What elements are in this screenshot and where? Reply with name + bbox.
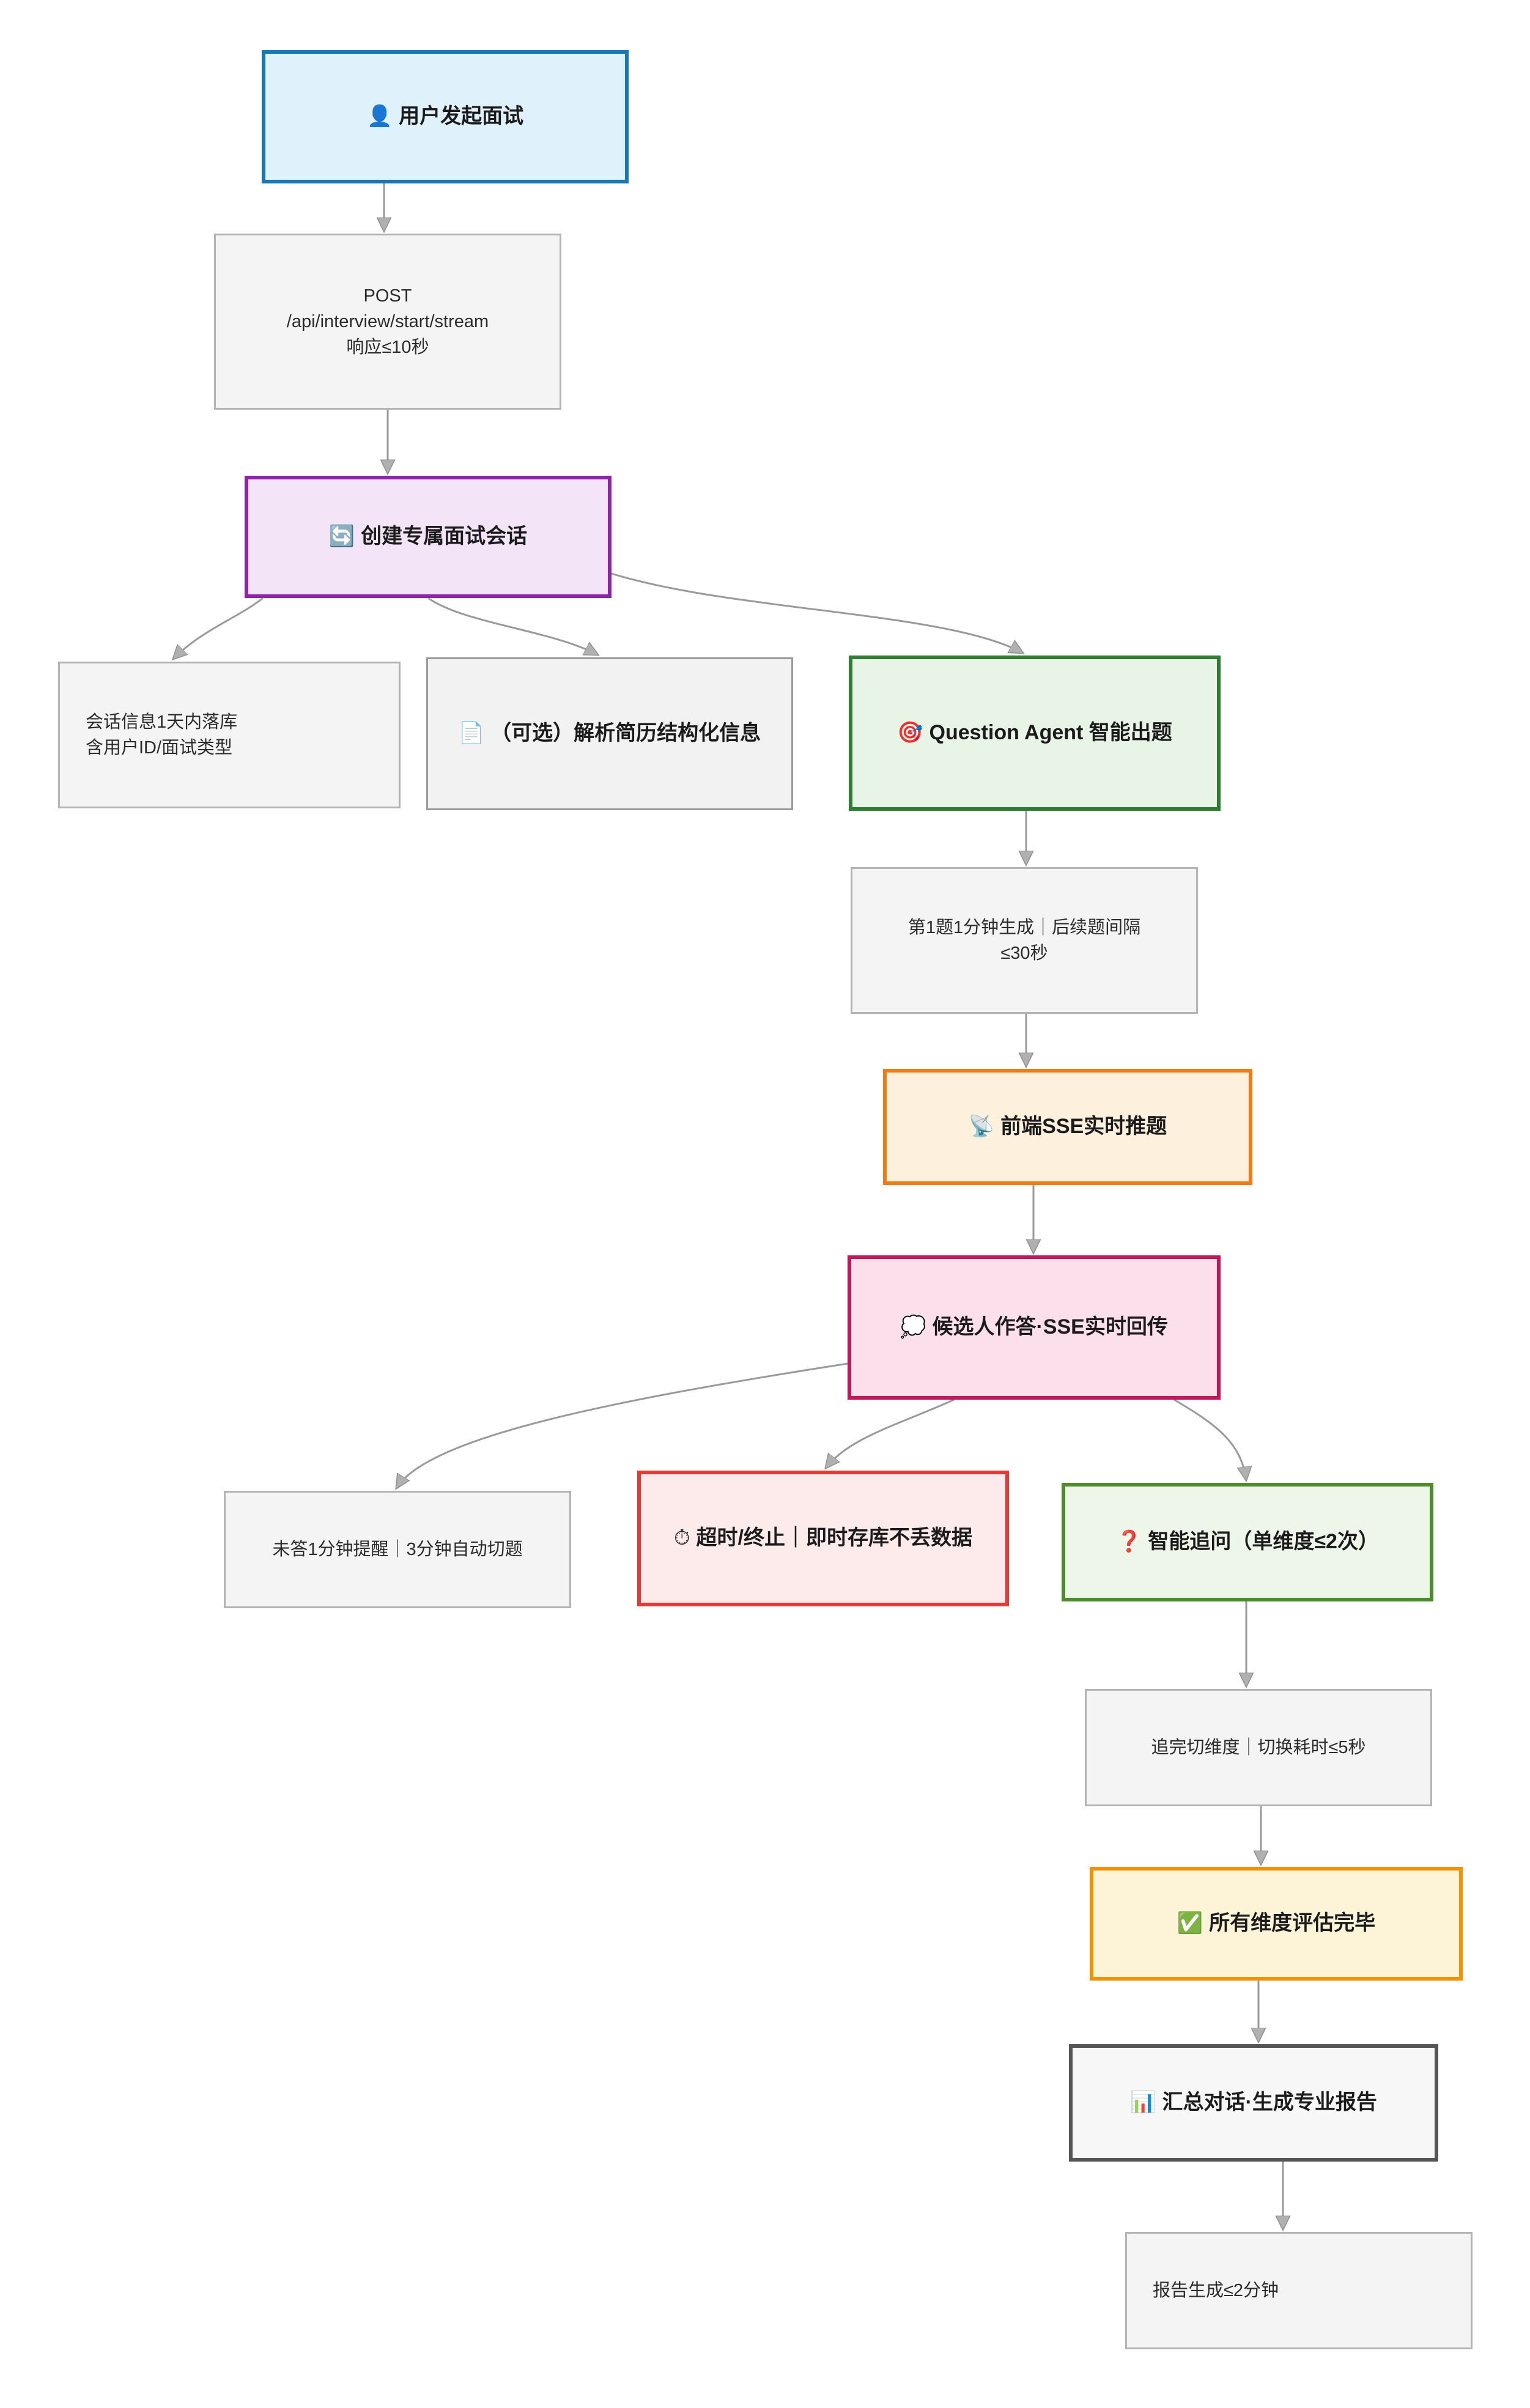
flow-node-text: 会话信息1天内落库 含用户ID/面试类型: [86, 712, 238, 758]
flow-edge: [396, 1362, 848, 1488]
flow-node-text: 创建专属面试会话: [361, 525, 528, 548]
stopwatch-icon: ⏱: [674, 1526, 690, 1551]
target-icon: 🎯: [897, 720, 923, 745]
flow-node-label: ✅所有维度评估完毕: [1169, 1908, 1384, 1938]
flow-node-note-api[interactable]: POST /api/interview/start/stream 响应≤10秒: [214, 234, 561, 410]
flow-edge: [427, 597, 598, 655]
flow-node-label: 第1题1分钟生成｜后续题间隔 ≤30秒: [900, 915, 1149, 966]
refresh-icon: 🔄: [328, 524, 355, 549]
flow-node-note-session[interactable]: 会话信息1天内落库 含用户ID/面试类型: [58, 662, 401, 808]
flow-node-resume[interactable]: 📄（可选）解析简历结构化信息: [426, 657, 793, 810]
person-icon: 👤: [366, 104, 393, 129]
flow-node-text: POST /api/interview/start/stream 响应≤10秒: [286, 286, 489, 358]
document-icon: 📄: [458, 721, 485, 746]
flow-node-note-dimension[interactable]: 追完切维度｜切换耗时≤5秒: [1085, 1689, 1432, 1806]
flow-node-text: 报告生成≤2分钟: [1153, 2280, 1279, 2300]
flow-edge: [1173, 1398, 1246, 1480]
flow-node-text: 第1题1分钟生成｜后续题间隔 ≤30秒: [907, 917, 1141, 963]
flow-node-text: 未答1分钟提醒｜3分钟自动切题: [272, 1539, 523, 1559]
flow-node-label: 📄（可选）解析简历结构化信息: [450, 718, 769, 748]
flow-node-report[interactable]: 📊 汇总对话·生成专业报告: [1069, 2044, 1438, 2162]
flow-node-label: 📡前端SSE实时推题: [960, 1112, 1175, 1142]
flow-node-text: 汇总对话·生成专业报告: [1162, 2091, 1377, 2114]
flow-node-label: ❓智能追问（单维度≤2次）: [1107, 1527, 1388, 1557]
flow-node-label: 🎯Question Agent 智能出题: [889, 718, 1181, 748]
thought-balloon-icon: 💭: [900, 1315, 926, 1340]
flow-node-label: POST /api/interview/start/stream 响应≤10秒: [278, 283, 497, 360]
bar-chart-icon: 📊: [1130, 2090, 1156, 2115]
flow-node-text: 超时/终止｜即时存库不丢数据: [696, 1526, 972, 1550]
flow-node-label: 未答1分钟提醒｜3分钟自动切题: [264, 1537, 531, 1562]
flow-node-session[interactable]: 🔄 创建专属面试会话: [245, 476, 612, 598]
flow-node-label: 👤 用户发起面试: [358, 102, 532, 131]
flow-node-note-question[interactable]: 第1题1分钟生成｜后续题间隔 ≤30秒: [851, 867, 1198, 1014]
flow-node-label: 追完切维度｜切换耗时≤5秒: [1142, 1735, 1374, 1760]
flow-edge: [173, 597, 264, 659]
flow-edge: [826, 1398, 955, 1468]
flow-node-text: Question Agent 智能出题: [929, 721, 1172, 745]
flow-node-label: 📊 汇总对话·生成专业报告: [1122, 2088, 1386, 2118]
flow-node-label: 💭候选人作答·SSE实时回传: [892, 1312, 1177, 1342]
flow-edge: [611, 572, 1023, 653]
flow-node-timeout[interactable]: ⏱超时/终止｜即时存库不丢数据: [637, 1471, 1009, 1606]
flow-node-text: 候选人作答·SSE实时回传: [932, 1315, 1168, 1339]
flow-node-answer[interactable]: 💭候选人作答·SSE实时回传: [848, 1255, 1221, 1400]
flow-node-label: ⏱超时/终止｜即时存库不丢数据: [665, 1523, 981, 1553]
satellite-antenna-icon: 📡: [968, 1114, 995, 1139]
flow-node-label: 报告生成≤2分钟: [1127, 2278, 1287, 2303]
check-box-icon: ✅: [1177, 1911, 1203, 1936]
flow-node-followup[interactable]: ❓智能追问（单维度≤2次）: [1062, 1483, 1433, 1601]
flow-node-sse-push[interactable]: 📡前端SSE实时推题: [883, 1069, 1252, 1185]
flow-node-label: 会话信息1天内落库 含用户ID/面试类型: [60, 709, 246, 761]
flow-node-question-agent[interactable]: 🎯Question Agent 智能出题: [849, 656, 1221, 811]
flow-node-text: 智能追问（单维度≤2次）: [1148, 1530, 1379, 1554]
flow-node-start[interactable]: 👤 用户发起面试: [262, 50, 629, 183]
flow-node-label: 🔄 创建专属面试会话: [320, 522, 536, 552]
flow-node-all-done[interactable]: ✅所有维度评估完毕: [1090, 1867, 1463, 1981]
flow-node-text: 用户发起面试: [399, 105, 524, 128]
flow-node-text: 追完切维度｜切换耗时≤5秒: [1151, 1737, 1366, 1757]
question-mark-icon: ❓: [1116, 1529, 1142, 1554]
flow-node-note-report[interactable]: 报告生成≤2分钟: [1125, 2232, 1473, 2349]
flow-node-text: 前端SSE实时推题: [1000, 1115, 1167, 1139]
flow-node-note-timer[interactable]: 未答1分钟提醒｜3分钟自动切题: [224, 1491, 571, 1608]
flow-node-text: （可选）解析简历结构化信息: [490, 722, 761, 745]
flow-node-text: 所有维度评估完毕: [1209, 1911, 1376, 1935]
